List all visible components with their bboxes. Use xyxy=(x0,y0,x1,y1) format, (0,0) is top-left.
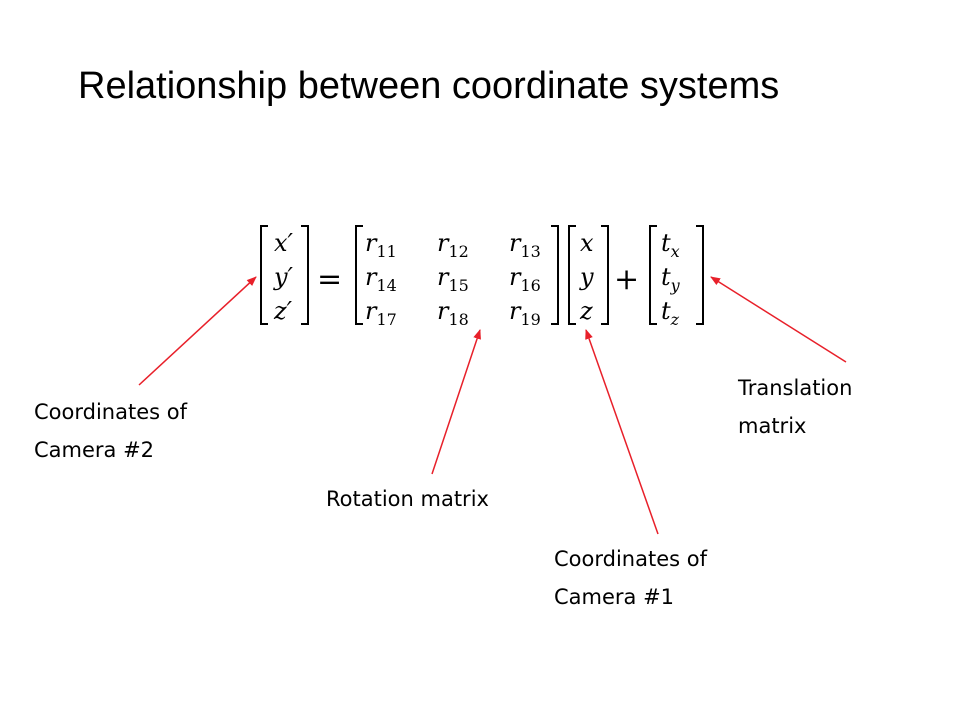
plus-sign: + xyxy=(614,262,639,297)
rotation-row-1: r11 r12 r13 xyxy=(365,229,541,261)
label-line: Camera #1 xyxy=(554,585,675,609)
arrow-camera1 xyxy=(585,329,659,535)
slide-title: Relationship between coordinate systems xyxy=(78,65,780,107)
label-line: Rotation matrix xyxy=(326,487,489,511)
lhs-entry-2: y′ xyxy=(273,263,294,291)
arrow-rotation xyxy=(431,329,481,475)
right-bracket xyxy=(696,225,704,325)
lhs-entry-3: z′ xyxy=(273,297,293,325)
input-entry-2: y xyxy=(579,263,594,291)
rotation-cell: r15 xyxy=(437,263,469,295)
arrow-translation xyxy=(710,276,847,363)
rotation-matrix: r11 r12 r13 r14 r15 r16 r17 r18 r19 xyxy=(355,225,559,329)
right-bracket xyxy=(301,225,309,325)
left-bracket xyxy=(649,225,657,325)
label-line: matrix xyxy=(738,414,807,438)
equals-sign: = xyxy=(317,262,342,297)
left-bracket xyxy=(568,225,576,325)
input-vector: x y z xyxy=(568,225,609,325)
translation-vector: tx ty tz xyxy=(649,225,704,329)
input-entry-3: z xyxy=(579,297,593,325)
lhs-vector: x′ y′ z′ xyxy=(260,225,309,325)
right-bracket xyxy=(601,225,609,325)
label-line: Coordinates of xyxy=(34,400,187,424)
rotation-cell: r11 xyxy=(365,229,397,261)
rotation-row-2: r14 r15 r16 xyxy=(365,263,541,295)
label-line: Camera #2 xyxy=(34,438,155,462)
label-rotation-matrix: Rotation matrix xyxy=(326,480,489,518)
translation-entry-1: tx xyxy=(661,229,680,261)
rotation-cell: r18 xyxy=(437,297,469,329)
label-translation-matrix: Translation matrix xyxy=(738,369,852,445)
rotation-cell: r17 xyxy=(365,297,397,329)
rotation-row-3: r17 r18 r19 xyxy=(365,297,541,329)
label-camera1: Coordinates of Camera #1 xyxy=(554,540,707,616)
rotation-cell: r19 xyxy=(509,297,541,329)
lhs-entry-1: x′ xyxy=(274,229,294,257)
rotation-cell: r16 xyxy=(509,263,541,295)
label-line: Translation xyxy=(738,376,853,400)
translation-entry-2: ty xyxy=(661,263,681,295)
input-entry-1: x xyxy=(580,229,594,257)
arrow-camera2 xyxy=(138,276,257,386)
rotation-cell: r12 xyxy=(437,229,469,261)
arrows xyxy=(138,276,847,535)
rotation-cell: r13 xyxy=(509,229,541,261)
right-bracket xyxy=(551,225,559,325)
rotation-cell: r14 xyxy=(365,263,397,295)
left-bracket xyxy=(260,225,268,325)
label-camera2: Coordinates of Camera #2 xyxy=(34,393,187,469)
label-line: Coordinates of xyxy=(554,547,707,571)
translation-entry-3: tz xyxy=(661,297,680,329)
left-bracket xyxy=(355,225,363,325)
